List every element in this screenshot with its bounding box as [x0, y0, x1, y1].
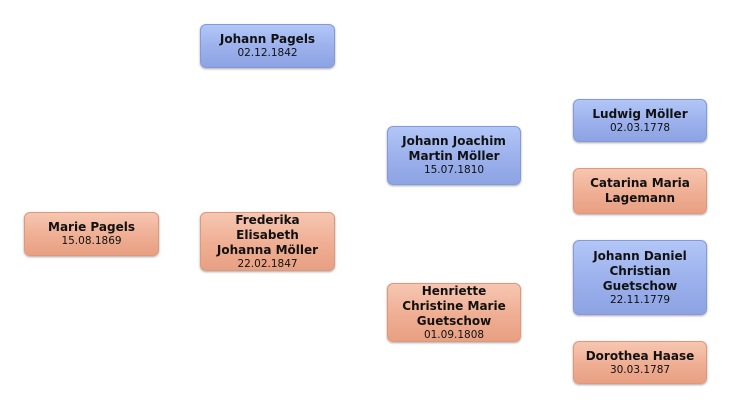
person-name: Catarina Maria Lagemann — [590, 176, 690, 205]
person-name: Johann Daniel Christian Guetschow — [593, 248, 687, 293]
person-node-henriette-guetschow[interactable]: Henriette Christine Marie Guetschow 01.0… — [387, 283, 521, 342]
person-name: Frederika Elisabeth Johanna Möller — [216, 212, 319, 257]
person-date: 01.09.1808 — [423, 328, 485, 341]
person-node-ludwig-moeller[interactable]: Ludwig Möller 02.03.1778 — [573, 99, 707, 142]
person-node-dorothea-haase[interactable]: Dorothea Haase 30.03.1787 — [573, 341, 707, 384]
person-name: Johann Joachim Martin Möller — [402, 134, 506, 163]
person-node-frederika-moeller[interactable]: Frederika Elisabeth Johanna Möller 22.02… — [200, 212, 335, 271]
person-name: Marie Pagels — [48, 220, 135, 234]
person-node-johann-daniel-guetschow[interactable]: Johann Daniel Christian Guetschow 22.11.… — [573, 240, 707, 315]
person-node-catarina-lagemann[interactable]: Catarina Maria Lagemann — [573, 168, 707, 214]
person-date: 02.03.1778 — [609, 121, 671, 134]
person-name: Johann Pagels — [219, 32, 316, 46]
person-date: 02.12.1842 — [237, 47, 298, 59]
person-node-marie-pagels[interactable]: Marie Pagels 15.08.1869 — [24, 212, 159, 256]
person-name: Dorothea Haase — [585, 348, 695, 363]
person-date: 15.08.1869 — [61, 235, 122, 247]
person-date: 30.03.1787 — [609, 363, 671, 376]
person-date: 15.07.1810 — [423, 164, 485, 176]
person-name: Henriette Christine Marie Guetschow — [402, 283, 506, 328]
person-name: Ludwig Möller — [592, 106, 688, 121]
person-node-johann-joachim-moeller[interactable]: Johann Joachim Martin Möller 15.07.1810 — [387, 126, 521, 185]
person-date: 22.11.1779 — [609, 293, 671, 306]
person-node-johann-pagels[interactable]: Johann Pagels 02.12.1842 — [200, 24, 335, 68]
person-date: 22.02.1847 — [237, 257, 298, 270]
